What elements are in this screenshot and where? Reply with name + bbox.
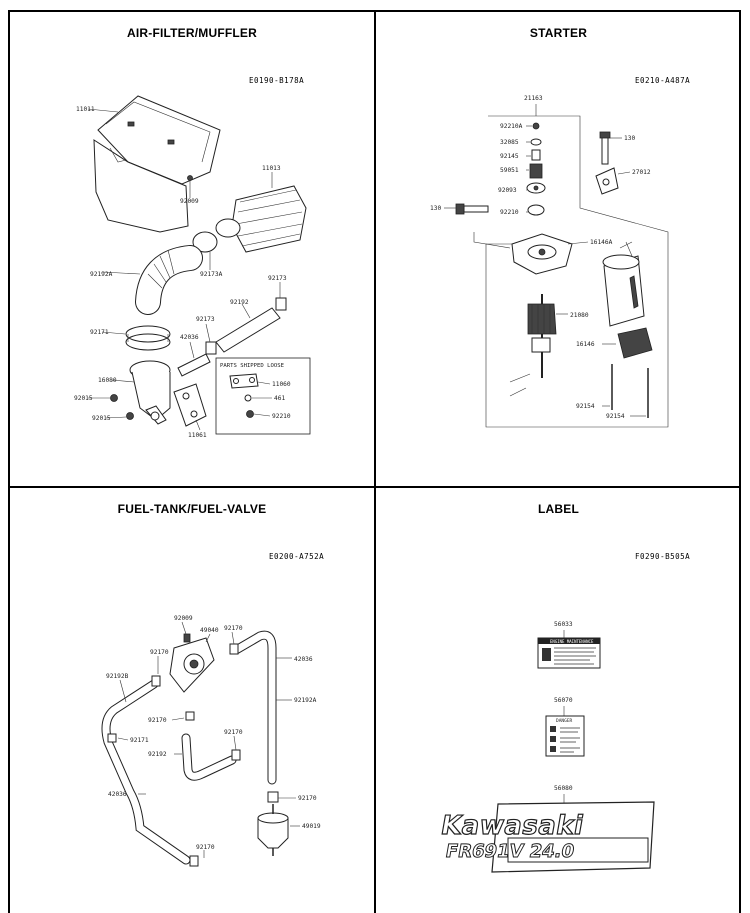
part-label: 16146 [576, 341, 595, 348]
part-label: 49040 [200, 627, 219, 634]
diagram-code: E0210-A487A [635, 76, 691, 85]
label-danger: DANGER [545, 715, 585, 757]
part-label: 92170 [196, 844, 215, 851]
panel-fuel: FUEL-TANK/FUEL-VALVE E0200-A752A 92192B … [10, 488, 374, 913]
part-label: 27012 [632, 169, 651, 176]
part-label: 92170 [224, 729, 243, 736]
part-label: 21080 [570, 312, 589, 319]
part-label: 130 [624, 135, 635, 142]
panel-title: STARTER [529, 26, 588, 40]
part-label: 11061 [188, 432, 207, 439]
part-label: 92192 [148, 751, 167, 758]
part-label: 92170 [298, 795, 317, 802]
part-label: 92145 [500, 153, 519, 160]
part-label: 92210A [500, 123, 523, 130]
panel-label: LABEL F0290-B505A 56033 ENGINE MAINTENAN… [376, 488, 741, 913]
loose-box-title: PARTS SHIPPED LOOSE [220, 363, 285, 369]
part-label: 42036 [294, 656, 313, 663]
part-label: 92170 [150, 649, 169, 656]
part-label: 461 [274, 395, 285, 402]
part-label: 11013 [262, 165, 281, 172]
muffler [129, 360, 171, 425]
air-filter-diagram: 11011 92009 11013 92173A 92192A 92171 92… [74, 95, 311, 439]
part-label: 11060 [272, 381, 291, 388]
part-label: 59051 [500, 167, 519, 174]
part-label: 56080 [554, 785, 573, 792]
air-cleaner-cover [93, 95, 221, 233]
part-label: 92009 [180, 198, 199, 205]
label-heading: DANGER [556, 718, 573, 724]
diagram-code: F0290-B505A [635, 552, 691, 561]
panel-title: LABEL [538, 502, 579, 516]
part-label: 92192A [90, 271, 113, 278]
filter-element [215, 185, 307, 253]
panel-title: AIR-FILTER/MUFFLER [126, 26, 258, 40]
part-label: 92171 [90, 329, 109, 336]
part-label: 21163 [524, 95, 543, 102]
part-label: 16146A [590, 239, 613, 246]
label-heading: ENGINE MAINTENANCE [550, 639, 594, 644]
starter-housing [602, 241, 645, 327]
panel-starter: STARTER E0210-A487A 21163 92210A 32085 9… [376, 12, 741, 486]
part-label: 56070 [554, 697, 573, 704]
part-label: 92093 [498, 187, 517, 194]
label-engine-maintenance: ENGINE MAINTENANCE [537, 637, 601, 669]
part-label: 11011 [76, 106, 95, 113]
part-label: 56033 [554, 621, 573, 628]
part-label: 42036 [180, 334, 199, 341]
part-label: 92173 [268, 275, 287, 282]
panel-title: FUEL-TANK/FUEL-VALVE [117, 502, 267, 516]
model-text: FR691V 24.0 [444, 841, 576, 862]
part-label: 92210 [272, 413, 291, 420]
part-label: 92192 [230, 299, 249, 306]
part-label: 92170 [148, 717, 167, 724]
diagram-code: E0190-B178A [249, 76, 305, 85]
part-label: 92015 [92, 415, 111, 422]
part-label: 92173A [200, 271, 223, 278]
label-diagram: 56033 ENGINE MAINTENANCE 56070 DANGER 56… [438, 621, 655, 873]
part-label: 32085 [500, 139, 519, 146]
diagram-code: E0200-A752A [269, 552, 325, 561]
part-label: 16080 [98, 377, 117, 384]
part-label: 92015 [74, 395, 93, 402]
panel-divider-horizontal [8, 486, 741, 488]
starter-diagram: 21163 92210A 32085 92145 59051 92093 922… [430, 95, 669, 428]
part-label: 92171 [130, 737, 149, 744]
fuel-filter [257, 804, 289, 856]
panel-divider-vertical [374, 10, 376, 913]
part-label: 92154 [576, 403, 595, 410]
brand-text: Kawasaki [439, 811, 587, 841]
part-label: 42036 [108, 791, 127, 798]
part-label: 92173 [196, 316, 215, 323]
part-label: 92210 [500, 209, 519, 216]
panel-air-filter: AIR-FILTER/MUFFLER E0190-B178A 11011 920… [10, 12, 374, 486]
parts-shipped-loose-box: PARTS SHIPPED LOOSE 11060 461 92210 [215, 357, 311, 435]
part-label: 130 [430, 205, 441, 212]
part-label: 92192B [106, 673, 129, 680]
fuel-diagram: 92192B 42036 92170 92171 92170 92009 490… [101, 615, 321, 867]
fuel-valve [169, 637, 215, 721]
part-label: 92154 [606, 413, 625, 420]
armature [527, 294, 557, 378]
part-label: 92170 [224, 625, 243, 632]
part-label: 92009 [174, 615, 193, 622]
label-kawasaki-decal: Kawasaki FR691V 24.0 [438, 801, 655, 873]
part-label: 49019 [302, 823, 321, 830]
part-label: 92192A [294, 697, 317, 704]
